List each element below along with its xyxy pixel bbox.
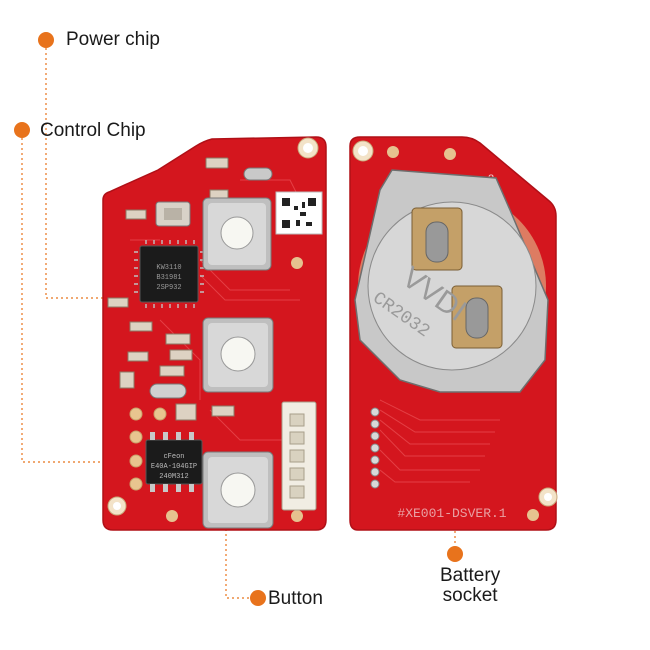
tactile-button-top <box>202 197 272 271</box>
flash-chip: cFeon E40A-104GIP 240M312 <box>145 432 203 492</box>
button-label: Button <box>268 588 323 609</box>
power-chip-marker <box>38 32 54 48</box>
battery-socket-marker <box>447 546 463 562</box>
battery-socket-label-line2: socket <box>442 585 498 606</box>
silkscreen-text: #XE001-DSVER.1 <box>397 506 506 521</box>
battery-socket-label-line1: Battery <box>440 565 501 586</box>
power-chip-leader <box>45 48 108 299</box>
control-chip: KW3110 B31981 2SP932 <box>134 240 204 308</box>
control-chip-leader <box>21 138 106 463</box>
chip2-marking-1: cFeon <box>163 453 184 461</box>
chip1-marking-1: KW3110 <box>156 264 181 272</box>
control-chip-label: Control Chip <box>40 120 146 141</box>
chip2-marking-3: 240M312 <box>159 473 188 481</box>
tactile-button-middle <box>202 317 274 393</box>
control-chip-marker <box>14 122 30 138</box>
right-pcb-board: #XE001-DSVER.1 2 VVDI CR2032 <box>349 136 558 531</box>
power-chip-label: Power chip <box>66 29 160 50</box>
battery-socket: VVDI CR2032 <box>354 169 549 393</box>
chip2-marking-2: E40A-104GIP <box>151 463 197 471</box>
battery-socket-label: Battery socket <box>440 566 500 606</box>
tactile-button-bottom <box>202 451 274 529</box>
button-marker <box>250 590 266 606</box>
chip1-marking-3: 2SP932 <box>156 284 181 292</box>
chip1-marking-2: B31981 <box>156 274 181 282</box>
left-pcb-board: KW3110 B31981 2SP932 cFeon E40A-104GIP 2… <box>102 136 327 531</box>
button-leader <box>225 524 252 599</box>
